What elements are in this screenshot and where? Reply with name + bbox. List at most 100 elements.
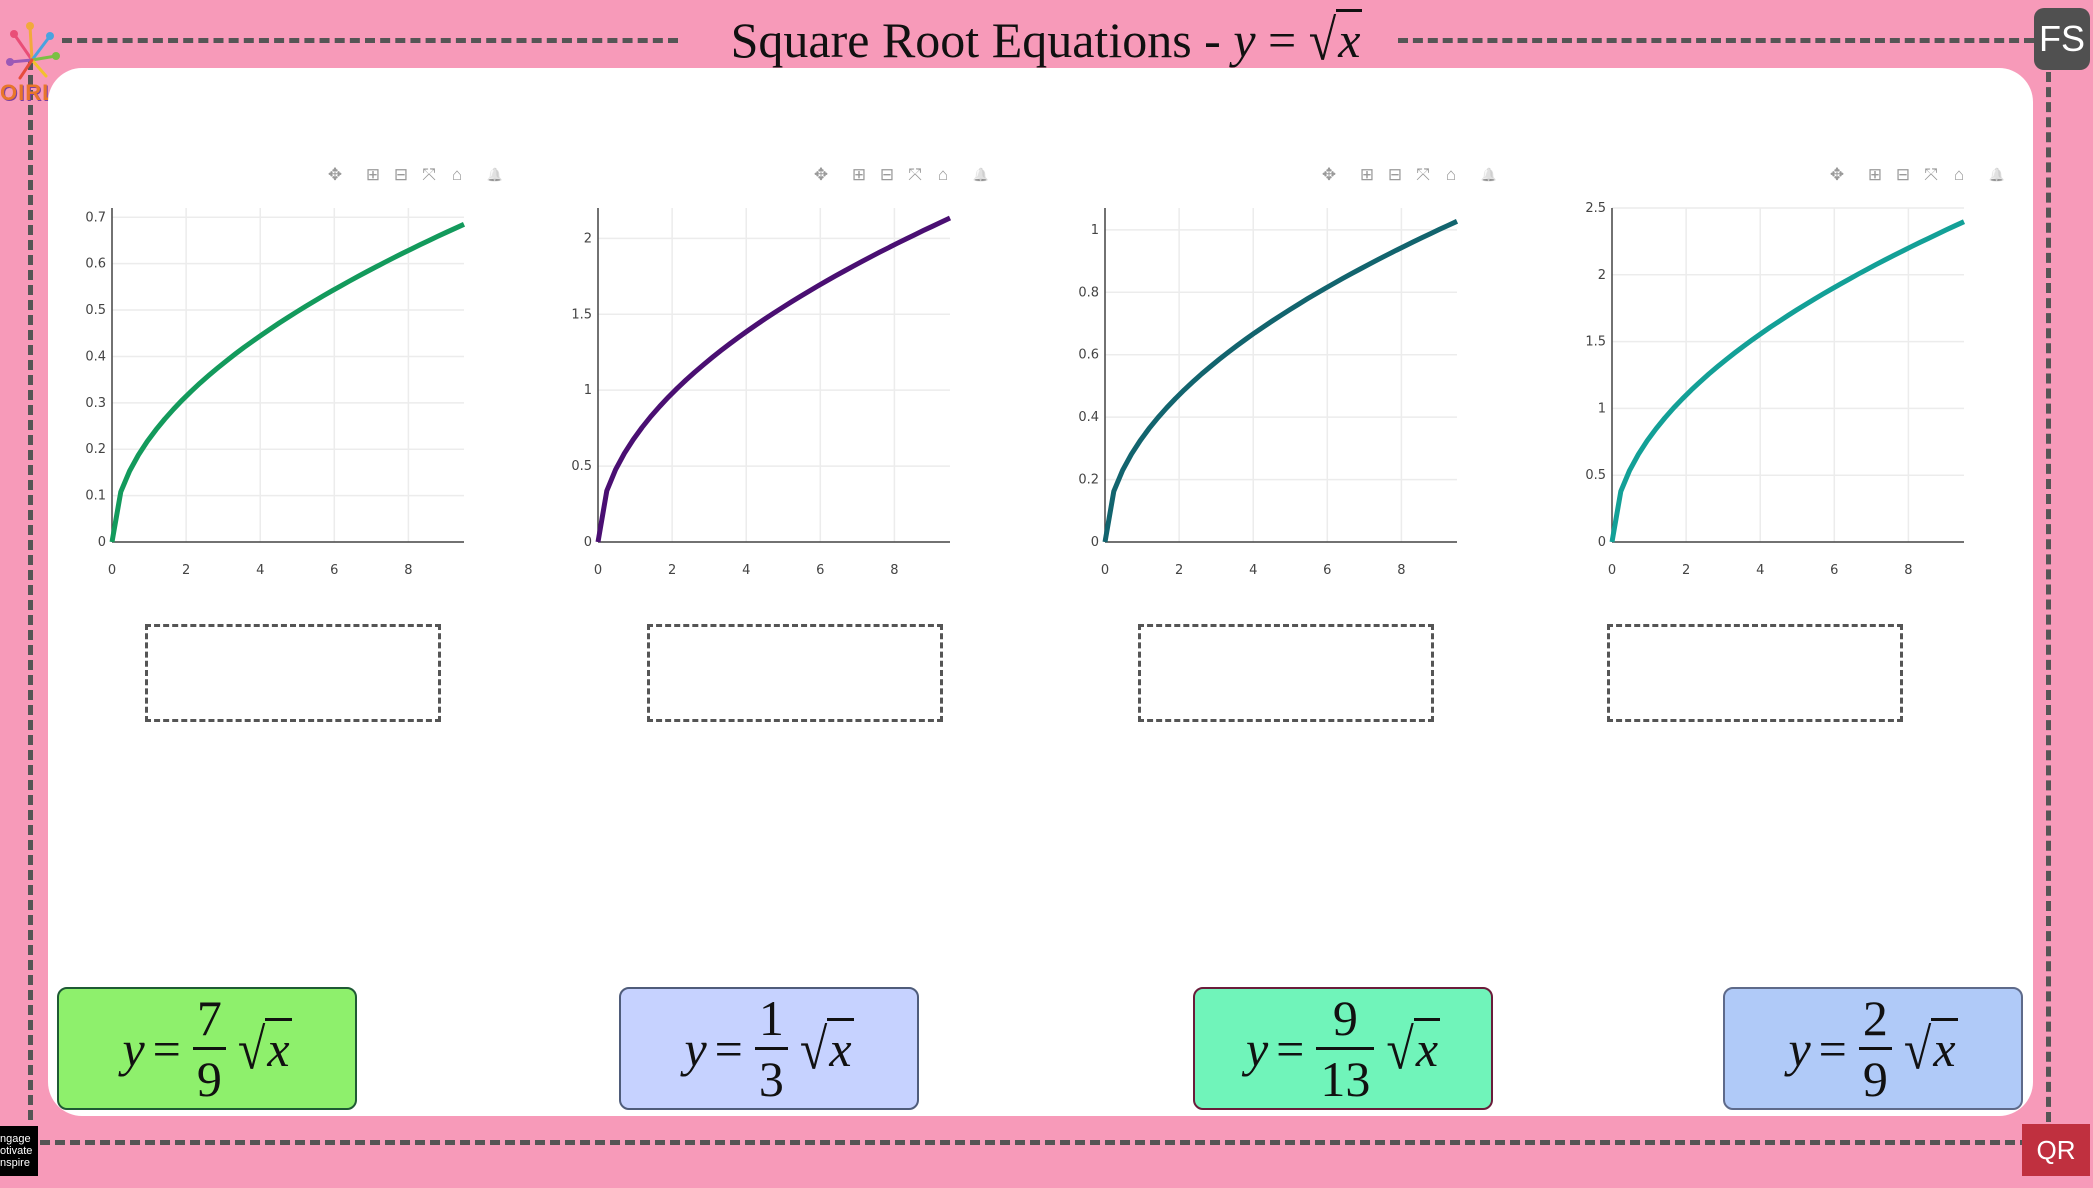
y-tick-label: 2: [584, 231, 592, 246]
qr-button[interactable]: QR: [2022, 1124, 2090, 1176]
frame-right-dash: [2046, 72, 2051, 1122]
zoom-in-icon[interactable]: ⊞: [851, 165, 867, 184]
bell-icon[interactable]: 🔔: [972, 167, 990, 182]
bell-icon[interactable]: 🔔: [486, 167, 504, 182]
series-line: [1102, 219, 1459, 543]
pan-icon[interactable]: ✥: [327, 165, 343, 184]
y-tick-label: 0.5: [571, 459, 592, 474]
zoom-out-icon[interactable]: ⊟: [879, 165, 895, 184]
series-line: [595, 215, 952, 543]
y-tick-label: 0.8: [1078, 285, 1099, 300]
x-tick-label: 2: [1175, 563, 1183, 578]
logo-burst-icon: [6, 22, 60, 80]
y-tick-label: 0.7: [85, 210, 106, 225]
y-tick-label: 0.3: [85, 396, 106, 411]
autoscale-icon[interactable]: ⤧: [422, 165, 436, 184]
x-tick-label: 8: [1904, 563, 1912, 578]
zoom-out-icon[interactable]: ⊟: [393, 165, 409, 184]
eq-numerator: 7: [196, 990, 222, 1046]
home-icon[interactable]: ⌂: [1953, 165, 1965, 184]
zoom-out-icon[interactable]: ⊟: [1387, 165, 1403, 184]
y-tick-label: 0.4: [85, 349, 106, 364]
home-icon[interactable]: ⌂: [451, 165, 463, 184]
x-tick-label: 0: [108, 563, 116, 578]
radical-icon: √: [1386, 1016, 1414, 1081]
title-radicand: x: [1336, 9, 1363, 68]
eq-var: y: [122, 1020, 145, 1077]
eq-radicand: x: [1413, 1017, 1441, 1077]
y-tick-label: 0: [584, 535, 592, 550]
eq-radicand: x: [1931, 1017, 1958, 1077]
eq-var: y: [1788, 1020, 1811, 1077]
zoom-in-icon[interactable]: ⊞: [365, 165, 381, 184]
x-tick-label: 6: [1830, 563, 1838, 578]
autoscale-icon[interactable]: ⤧: [1416, 165, 1430, 184]
bell-icon[interactable]: 🔔: [1988, 167, 2006, 182]
bell-icon[interactable]: 🔔: [1480, 167, 1498, 182]
x-tick-label: 4: [1756, 563, 1764, 578]
series-line: [1609, 219, 1966, 543]
y-tick-label: 0.6: [85, 257, 106, 272]
pan-icon[interactable]: ✥: [813, 165, 829, 184]
zoom-out-icon[interactable]: ⊟: [1895, 165, 1911, 184]
eq-sqrt: √x: [800, 1016, 854, 1081]
series-line: [109, 222, 466, 543]
y-tick-label: 0.2: [85, 442, 106, 457]
eq-denominator: 9: [1858, 1047, 1892, 1104]
y-tick-label: 0.5: [85, 303, 106, 318]
pan-icon[interactable]: ✥: [1829, 165, 1845, 184]
eq-numerator: 1: [758, 990, 784, 1046]
frame-top-left-dash: [62, 38, 678, 43]
x-tick-label: 4: [1249, 563, 1257, 578]
pan-icon[interactable]: ✥: [1321, 165, 1337, 184]
eq-numerator: 9: [1332, 990, 1358, 1046]
home-icon[interactable]: ⌂: [937, 165, 949, 184]
drop-zone-2[interactable]: [647, 624, 943, 722]
drop-zone-1[interactable]: [145, 624, 441, 722]
eq-radicand: x: [265, 1017, 292, 1077]
eq-var: y: [1245, 1020, 1269, 1077]
autoscale-icon[interactable]: ⤧: [908, 165, 922, 184]
y-tick-label: 2.5: [1585, 201, 1606, 216]
radical-icon: √: [237, 1016, 266, 1081]
zoom-in-icon[interactable]: ⊞: [1867, 165, 1883, 184]
x-tick-label: 6: [330, 563, 338, 578]
drop-zone-4[interactable]: [1607, 624, 1903, 722]
y-tick-label: 0.5: [1585, 468, 1606, 483]
radical-icon: √: [799, 1016, 828, 1081]
chart-3-modebar: ✥ ⊞ ⊟ ⤧ ⌂ 🔔: [1318, 164, 1500, 186]
autoscale-icon[interactable]: ⤧: [1924, 165, 1938, 184]
fullscreen-button[interactable]: FS: [2034, 8, 2090, 70]
eq-denominator: 13: [1316, 1047, 1375, 1104]
y-tick-label: 0.6: [1078, 348, 1099, 363]
frame-top-right-dash: [1398, 38, 2034, 43]
eq-sqrt: √x: [1904, 1016, 1958, 1081]
title-sqrt: √x: [1309, 8, 1363, 72]
radical-icon: √: [1903, 1016, 1932, 1081]
home-icon[interactable]: ⌂: [1445, 165, 1457, 184]
y-tick-label: 1: [584, 383, 592, 398]
y-tick-label: 1: [1091, 223, 1099, 238]
x-tick-label: 4: [256, 563, 264, 578]
engage-motivate-inspire-badge: ngage otivate nspire: [0, 1126, 38, 1176]
y-tick-label: 1: [1598, 401, 1606, 416]
x-tick-label: 2: [668, 563, 676, 578]
drop-zone-3[interactable]: [1138, 624, 1434, 722]
zoom-in-icon[interactable]: ⊞: [1359, 165, 1375, 184]
